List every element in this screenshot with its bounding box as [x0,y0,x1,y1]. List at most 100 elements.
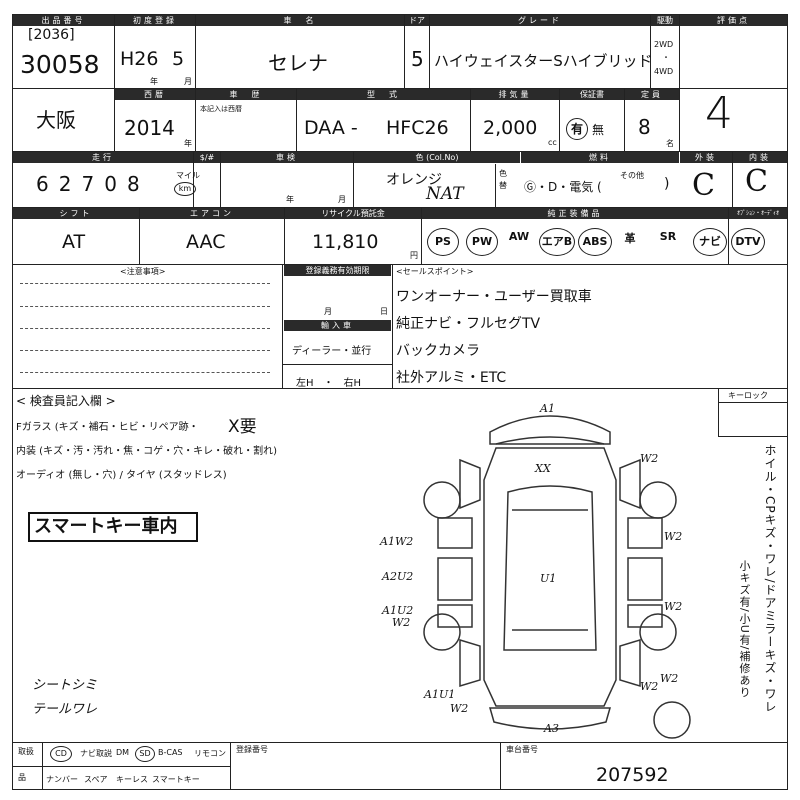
sales-points-header: <セールスポイント> [396,267,474,276]
glass-mark: X要 [228,417,257,437]
inspector-interior: 内装 (キズ・汚・汚れ・焦・コゲ・穴・キレ・破れ・割れ) [16,446,277,457]
handwritten-note-1: シートシミ [32,678,98,693]
auction-score: 4 [705,88,733,139]
header-aircon: エアコン [140,208,284,219]
chassis-number: 207592 [596,764,669,786]
fuel-options: Ⓖ・D・電気 ( [524,180,602,194]
sales-point-2: 純正ナビ・フルセグTV [396,316,541,332]
inspector-audio: オーディオ (無し・穴) / タイヤ (スタッドレス) [16,470,227,481]
rear-bumper-shape [489,707,611,730]
lot-sub: [2036] [28,27,75,43]
header-interior: 内装 [733,152,787,163]
year-ad: 2014 [124,116,175,140]
header-drive: 駆動 [651,15,679,26]
left-front-door [437,517,473,549]
wheel-rear-left [423,613,461,651]
frame-right [787,14,788,789]
body-outline-shape [483,447,617,707]
keylock-label: キーロック [728,391,768,400]
bottom-option-cd: CD [50,746,72,762]
header-option: ｵﾌﾟｼｮﾝ・ｵｰﾃﾞｨｵ [729,208,787,219]
first-reg-month: 5 [172,48,185,70]
header-shift: シフト [13,208,139,219]
model-prefix: DAA - [304,117,358,139]
reg-limit-header: 登録義務有効期限 [284,265,391,276]
equipment-sr: SR [659,230,677,243]
mileage-unit-km: km [174,182,196,196]
steering: 左H ・ 右H [296,378,362,389]
location: 大阪 [36,108,76,132]
right-mid-door [627,557,663,601]
header-lot: 出品番号 [13,15,114,26]
spare-wheel [653,701,691,739]
aircon-value: AAC [186,231,226,253]
header-first-reg: 初度登録 [115,15,195,26]
grade-name: ハイウェイスターSハイブリッド [434,52,653,70]
equipment-ps: PS [427,228,459,256]
mileage-digits: 62708 [36,172,150,196]
frame-left [12,14,13,789]
frame-bottom [12,789,788,790]
inspector-note: スマートキー車内 [28,512,198,542]
sales-point-4: 社外アルミ・ETC [396,370,507,386]
header-history: 車 歴 [196,89,296,100]
right-front-door [627,517,663,549]
side-text-1: ホイル・CPキズ・ワレ/ドアミラーキズ・ワレ [763,444,777,714]
header-model: 車 名 [196,15,404,26]
capacity-value: 8 [638,115,651,139]
header-type: 型 式 [297,89,470,100]
warranty-no: 無 [592,123,605,137]
color-code: NAT [426,184,464,204]
header-smeter: $/# [194,152,220,163]
header-vehicle-inspection: 車検 [221,152,353,163]
header-score: 評価点 [680,15,787,26]
first-reg-era: H26 [120,48,159,70]
reg-no-label: 登録番号 [236,745,268,754]
handwritten-note-2: テールワレ [32,702,98,717]
right-rear-door [627,604,663,628]
frame-top [12,14,788,15]
equipment-navi: ナビ [693,228,727,256]
equipment-pw: PW [466,228,498,256]
wheel-rear-right [639,613,677,651]
header-capacity: 定員 [625,89,679,100]
shift-value: AT [62,231,86,253]
header-grade: グレード [430,15,650,26]
displacement-value: 2,000 [483,117,538,139]
warranty-yes: 有 [566,118,588,140]
equipment-airbag: エアB [539,228,575,256]
equipment-dtv: DTV [731,228,765,256]
exterior-grade: C [692,168,715,203]
header-region: 西暦 [115,89,195,100]
header-displacement: 排気量 [471,89,559,100]
side-text-2: 小キズ有/小U有/補修あり [738,560,751,699]
import-header: 輸入車 [284,320,391,331]
header-equipment: 純正装備品 [422,208,728,219]
front-bumper-shape [489,415,611,445]
left-mid-door [437,557,473,601]
color-name: オレンジ [386,172,442,188]
import-dealer: ディーラー・並行 [292,346,372,357]
header-door: ドア [405,15,429,26]
header-color: 色 (Col.No) [354,152,520,163]
chassis-no-label: 車台番号 [506,745,538,754]
header-warranty: 保証書 [560,89,624,100]
inspector-glass: Fガラス (キズ・補石・ヒビ・リペア跡・ [16,422,199,433]
equipment-leather: 革 [624,232,636,245]
inspector-header: < 検査員記入欄 > [16,394,116,408]
recycle-value: 11,810 [312,231,379,253]
wheel-front-right [639,481,677,519]
model-code: HFC26 [386,117,449,139]
interior-grade: C [745,164,768,199]
header-recycle: リサイクル預託金 [285,208,421,219]
equipment-abs: ABS [578,228,612,256]
sales-point-1: ワンオーナー・ユーザー買取車 [396,289,592,305]
lot-number: 30058 [20,50,100,79]
equipment-aw: AW [508,230,530,243]
header-fuel: 燃料 [521,152,679,163]
left-rear-door [437,604,473,628]
sales-point-3: バックカメラ [396,343,480,359]
car-diagram [423,415,691,739]
header-mileage: 走行 [13,152,193,163]
notes-header: <注意事項> [120,267,166,276]
